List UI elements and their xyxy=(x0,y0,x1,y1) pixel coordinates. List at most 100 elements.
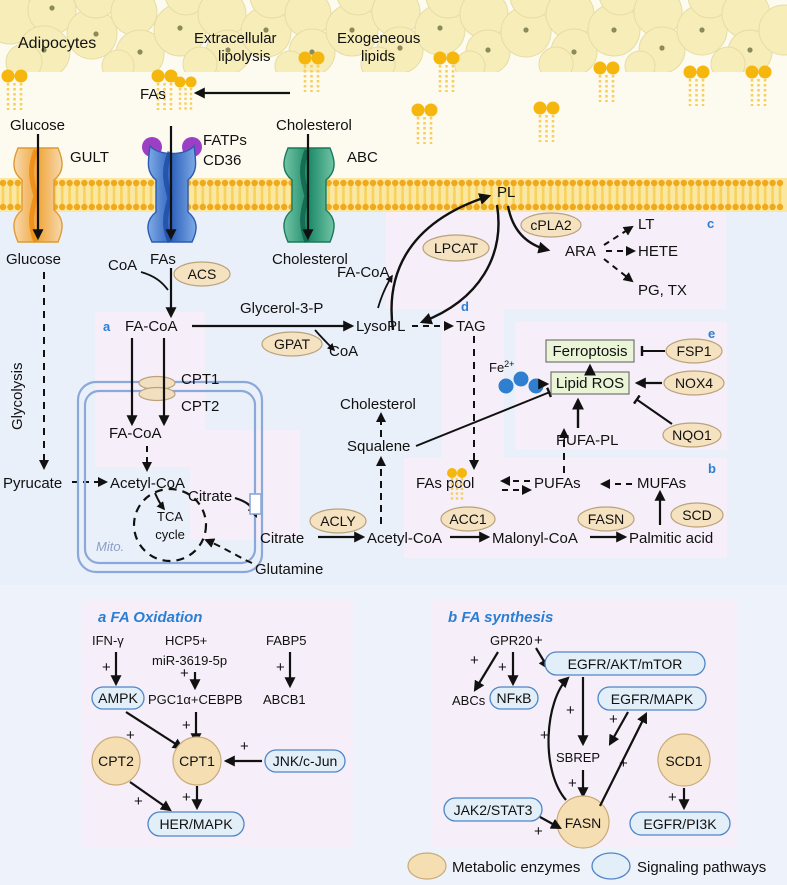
panel-b-bottom-title: b FA synthesis xyxy=(448,609,553,626)
node-ampk[interactable]: AMPK xyxy=(91,686,145,710)
node-egfr-pi3k[interactable]: EGFR/PI3K xyxy=(629,811,731,836)
enzyme-fasn-main[interactable]: FASN xyxy=(577,506,635,532)
mir-3619-5p-label: miR-3619-5p xyxy=(152,653,227,668)
plasma-membrane xyxy=(0,178,787,212)
plus-fasn-egfrmapk: + xyxy=(619,755,628,772)
fasn-bottom-label: FASN xyxy=(565,815,602,831)
node-her-mapk[interactable]: HER/MAPK xyxy=(147,811,245,837)
pyruvate-label: Pyrucate xyxy=(3,475,62,492)
nfkb-label: NFκB xyxy=(497,690,532,706)
glucose-out-label: Glucose xyxy=(10,117,65,134)
egfr-mapk-label: EGFR/MAPK xyxy=(611,691,694,707)
node-cpt2-bottom[interactable]: CPT2 xyxy=(91,736,141,786)
legend: Metabolic enzymes Signaling pathways xyxy=(407,852,766,880)
node-fasn-bottom[interactable]: FASN xyxy=(556,795,610,849)
exogenous-lipids-label-line2: lipids xyxy=(361,48,395,65)
enzyme-nox4-label: NOX4 xyxy=(675,375,713,391)
exogenous-lipids-label-line1: Exogeneous xyxy=(337,30,420,47)
enzyme-acly[interactable]: ACLY xyxy=(309,508,367,534)
fa-coa-mito-label: FA-CoA xyxy=(109,425,162,442)
enzyme-nox4[interactable]: NOX4 xyxy=(663,370,725,396)
palmitic-acid-label: Palmitic acid xyxy=(629,530,713,547)
enzyme-scd[interactable]: SCD xyxy=(670,502,724,528)
iron-label: Fe2+ xyxy=(489,359,514,375)
enzyme-acs[interactable]: ACS xyxy=(173,261,231,287)
node-jak2-stat3[interactable]: JAK2/STAT3 xyxy=(443,797,543,822)
plus-pgc1a-cpt1: + xyxy=(182,717,191,734)
enzyme-fsp1-label: FSP1 xyxy=(676,343,711,359)
plus-gpr20-nfkb: + xyxy=(498,659,507,676)
lt-label: LT xyxy=(638,216,654,233)
panel-a-bottom-background xyxy=(82,600,354,848)
fasn-to-egfraktmtor-curve xyxy=(547,676,570,801)
node-egfr-mapk[interactable]: EGFR/MAPK xyxy=(597,686,707,711)
node-cpt1-bottom[interactable]: CPT1 xyxy=(172,736,222,786)
panel-b-letter: b xyxy=(708,461,716,476)
jak2stat3-to-fasn-arrow xyxy=(539,816,562,830)
ara-to-pgtx-arrow xyxy=(603,258,634,283)
panel-e-letter: e xyxy=(708,326,715,341)
nqo1-inhibits-lipidros-line xyxy=(632,394,673,425)
jak2-stat3-label: JAK2/STAT3 xyxy=(454,802,533,818)
panel-d-letter: d xyxy=(461,299,469,314)
fa-coa-right-label: FA-CoA xyxy=(337,264,390,281)
scd1-label: SCD1 xyxy=(665,753,703,769)
plus-egfrmapk-sbrep: + xyxy=(609,711,618,728)
enzyme-fasn-label: FASN xyxy=(588,511,625,527)
enzyme-nqo1-label: NQO1 xyxy=(672,427,712,443)
glutamine-to-tca-arrow xyxy=(204,538,253,564)
gpr20-to-abcs-arrow xyxy=(473,651,499,692)
plus-ampk-cpt1: + xyxy=(126,727,135,744)
enzyme-gpat[interactable]: GPAT xyxy=(261,331,323,357)
enzyme-fsp1[interactable]: FSP1 xyxy=(665,338,723,364)
plus-cpt1-hermapk: + xyxy=(182,789,191,806)
legend-swatch-metabolic-enzymes xyxy=(407,852,447,880)
cpt1-label: CPT1 xyxy=(181,371,219,388)
abc-label: ABC xyxy=(347,149,378,166)
lipid-ros-box[interactable]: Lipid ROS xyxy=(550,371,630,395)
lysopl-label: LysoPL xyxy=(356,318,405,335)
ara-to-lt-arrow xyxy=(603,225,634,246)
cpt2-bottom-label: CPT2 xyxy=(98,753,134,769)
panel-a-highlight-2 xyxy=(190,430,300,540)
citrate-carrier-pore[interactable] xyxy=(249,493,262,515)
fas-extracellular-label: FAs xyxy=(140,86,166,103)
panel-c-letter: c xyxy=(707,216,714,231)
cholesterol-in-label: Cholesterol xyxy=(272,251,348,268)
cholesterol-synth-label: Cholesterol xyxy=(340,396,416,413)
legend-label-metabolic-enzymes: Metabolic enzymes xyxy=(452,859,580,876)
ifn-gamma-label: IFN-γ xyxy=(92,633,124,648)
plus-sbrep-fasn: + xyxy=(568,775,577,792)
node-nfkb[interactable]: NFκB xyxy=(489,686,539,710)
cpt2-pore[interactable] xyxy=(138,386,176,402)
enzyme-acc1[interactable]: ACC1 xyxy=(440,506,496,532)
ara-label: ARA xyxy=(565,243,596,260)
tca-label-line2: cycle xyxy=(155,527,185,542)
pufa-pl-label: PUFA-PL xyxy=(556,432,619,449)
facoa-feed-line xyxy=(377,274,393,309)
node-jnk-cjun[interactable]: JNK/c-Jun xyxy=(264,749,346,773)
node-scd1[interactable]: SCD1 xyxy=(657,733,711,787)
ferroptosis-label: Ferroptosis xyxy=(552,343,627,360)
plus-ifng-ampk: + xyxy=(102,659,111,676)
coa-join-line xyxy=(140,271,169,291)
legend-label-signaling-pathways: Signaling pathways xyxy=(637,859,766,876)
abcs-label: ABCs xyxy=(452,693,486,708)
node-egfr-akt-mtor[interactable]: EGFR/AKT/mTOR xyxy=(544,651,706,676)
pl-to-ara-curve xyxy=(506,205,551,254)
ferroptosis-box[interactable]: Ferroptosis xyxy=(545,339,635,363)
enzyme-gpat-label: GPAT xyxy=(274,336,310,352)
coa-label-1: CoA xyxy=(108,257,137,274)
enzyme-acly-label: ACLY xyxy=(320,513,356,529)
enzyme-cpla2[interactable]: cPLA2 xyxy=(520,212,582,238)
enzyme-nqo1[interactable]: NQO1 xyxy=(662,422,722,448)
pl-label: PL xyxy=(497,184,515,201)
enzyme-lpcat[interactable]: LPCAT xyxy=(422,234,490,262)
enzyme-acc1-label: ACC1 xyxy=(449,511,487,527)
egfr-akt-mtor-label: EGFR/AKT/mTOR xyxy=(568,656,683,672)
enzyme-lpcat-label: LPCAT xyxy=(434,240,479,256)
plus-mir-pgc1a: + xyxy=(180,665,189,682)
plus-fasn-egfr: + xyxy=(540,727,549,744)
